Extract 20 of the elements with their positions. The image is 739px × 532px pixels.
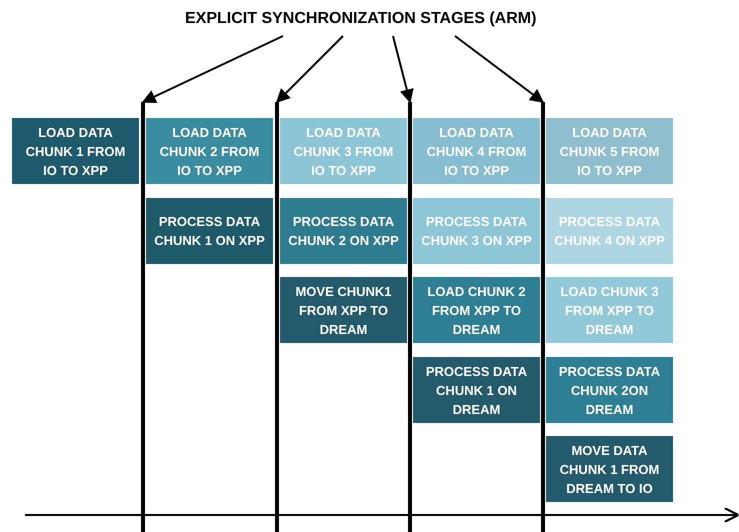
- stage-box: LOAD DATA CHUNK 3 FROM IO TO XPP: [280, 118, 407, 184]
- stage-box: PROCESS DATA CHUNK 3 ON XPP: [413, 198, 540, 264]
- stage-box: MOVE DATA CHUNK 1 FROM DREAM TO IO: [546, 436, 673, 502]
- stage-box: LOAD DATA CHUNK 5 FROM IO TO XPP: [546, 118, 673, 184]
- stage-box: LOAD DATA CHUNK 1 FROM IO TO XPP: [12, 118, 139, 184]
- stage-box: PROCESS DATA CHUNK 4 ON XPP: [546, 198, 673, 264]
- stage-box: PROCESS DATA CHUNK 1 ON XPP: [146, 198, 273, 264]
- heading-text: EXPLICIT SYNCHRONIZATION STAGES (ARM): [185, 10, 536, 28]
- stage-box: PROCESS DATA CHUNK 2ON DREAM: [546, 357, 673, 423]
- stage-box: PROCESS DATA CHUNK 1 ON DREAM: [413, 357, 540, 423]
- stage-box: PROCESS DATA CHUNK 2 ON XPP: [280, 198, 407, 264]
- stage-box: LOAD DATA CHUNK 4 FROM IO TO XPP: [413, 118, 540, 184]
- stage-box: LOAD DATA CHUNK 2 FROM IO TO XPP: [146, 118, 273, 184]
- stage-box: LOAD CHUNK 2 FROM XPP TO DREAM: [413, 277, 540, 343]
- arrow: [276, 35, 344, 103]
- stage-box: LOAD CHUNK 3 FROM XPP TO DREAM: [546, 277, 673, 343]
- stage-box: MOVE CHUNK1 FROM XPP TO DREAM: [280, 277, 407, 343]
- arrow: [142, 35, 284, 103]
- arrow: [392, 36, 414, 104]
- arrow: [454, 35, 544, 103]
